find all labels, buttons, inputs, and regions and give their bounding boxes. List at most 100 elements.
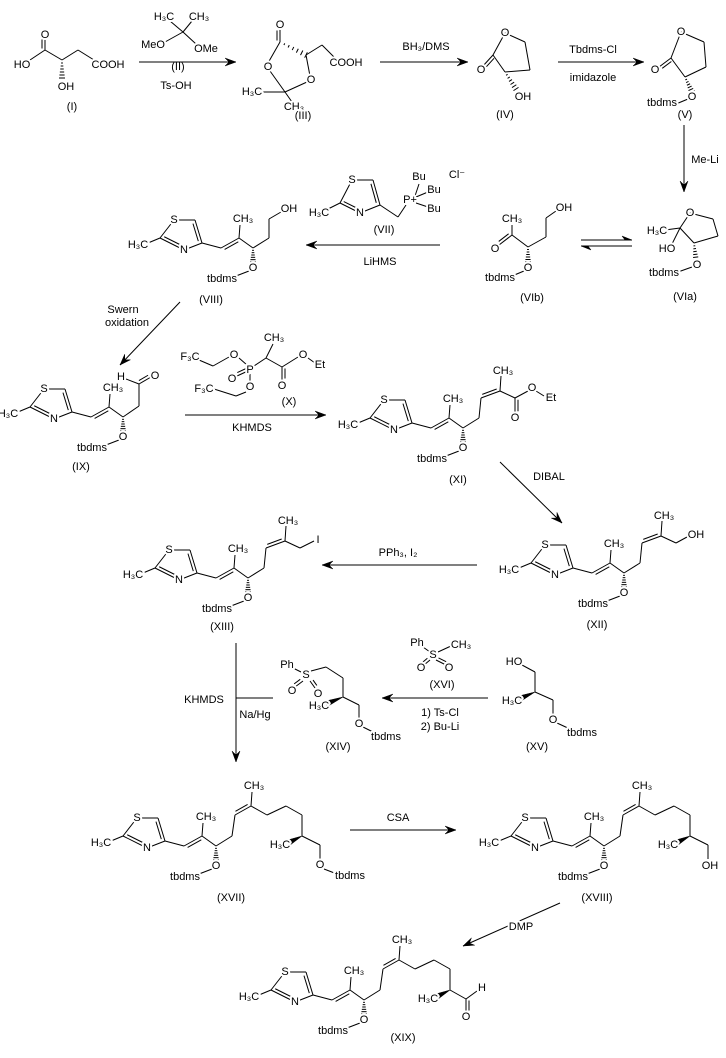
bond [169,20,184,33]
atom-label: Bu [427,184,440,196]
bond [609,549,612,564]
bond [268,211,282,220]
atom-label: CH₃ [233,213,253,225]
hashed-bond [507,76,511,79]
atom-label: O [212,860,221,872]
bond [586,868,601,875]
atom-label: H₃C [647,225,667,237]
bond [325,202,341,211]
bond [284,525,287,542]
bond [433,959,451,970]
wedge-bond [286,835,303,847]
bond [363,989,381,1001]
bond [521,664,536,673]
bond [482,54,494,67]
arrow-XII-XIII: PPh₃, I₂ [321,545,477,570]
atom-label: H₃C [239,991,259,1003]
atom-label: O [459,442,468,454]
atom-label: CH₃ [443,393,463,405]
bond [44,49,63,61]
atom-label: O [264,61,273,73]
atom-label: N [175,574,183,586]
atom-label: Bu [427,203,440,215]
bond [535,390,545,397]
bond [369,417,395,431]
reagent-label: PPh₃, I₂ [379,547,418,559]
arrow-head [462,937,475,947]
bond [122,817,138,837]
hashed-bond [508,79,513,82]
atom-label: OH [556,202,573,214]
bond [198,868,213,875]
atom-label: F₃C [194,383,213,395]
atom-label: CH₃ [584,811,604,823]
bond [235,391,247,397]
bond [238,237,254,249]
atom-label: tbdms [335,870,365,882]
bond [263,547,267,569]
atom-label: H₃C [154,11,174,23]
bond [321,44,335,58]
bond [527,236,547,248]
bond [448,404,451,419]
atom-label: H₃C [128,239,148,251]
atom-label: N [180,244,188,256]
reagent-label: Tbdms-Cl [569,44,617,56]
double-bond [402,403,409,422]
bond [305,54,311,77]
arrow-XVIII-XIX: DMP [462,902,561,947]
bond [554,567,574,576]
atom-label: O [355,718,364,730]
bond [658,57,672,68]
bond [622,805,640,816]
bond [238,224,241,239]
bond [294,680,304,688]
atom-label: Et [315,359,325,371]
atom-label: N [531,842,539,854]
bond [194,219,203,244]
atom-label: CH₃ [189,11,209,23]
wedge-bond [517,691,536,703]
bond [284,91,293,103]
atom-label: H₃C [270,839,290,851]
atom-label: tbdms [202,603,232,615]
compound-label: (XV) [526,741,548,753]
reagent-label: Ts-OH [160,80,191,92]
bond [265,343,274,359]
bond [325,666,344,679]
bond [122,835,148,849]
bond [498,234,513,246]
bond [331,989,351,1001]
double-bond [219,571,234,580]
bond [571,835,591,847]
bond [138,376,152,385]
bond [504,32,526,43]
atom-label: HO [659,243,676,255]
bond [265,540,286,549]
bond [693,235,719,244]
bond [122,405,140,418]
bond [183,835,203,847]
double-bond [303,975,310,994]
hashed-bond [685,80,689,84]
bond [413,183,420,200]
bond [253,357,267,367]
bond [465,990,478,1000]
double-bond [543,821,550,840]
double-bond [563,548,570,567]
bond [671,227,681,245]
bond [572,567,593,574]
atom-label: H₃C [0,408,18,420]
atom-label: H₃C [658,839,678,851]
bond [641,535,662,544]
bond [534,691,554,701]
atom-label: O [677,26,686,38]
hashed-bond [693,256,699,258]
double-bond [486,58,495,68]
atom-label: H₃C [91,837,111,849]
bond [230,600,245,607]
atom-label: P [246,364,253,376]
